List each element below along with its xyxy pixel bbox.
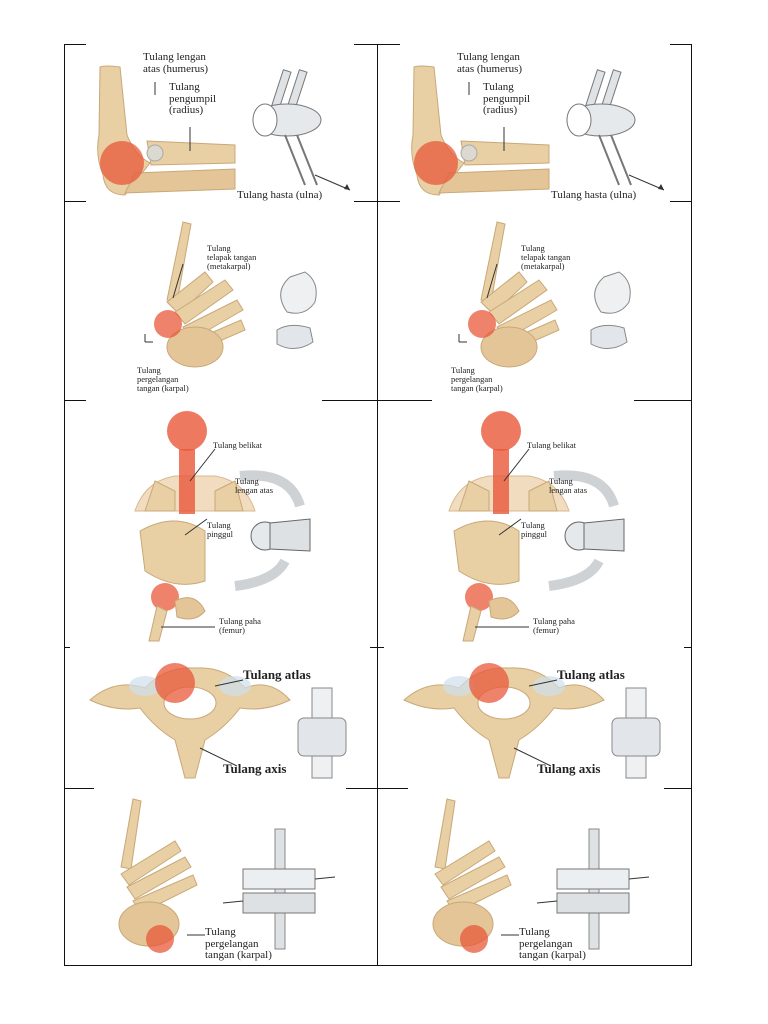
gliding-card: Tulang pergelangan tangan (karpal) — [379, 789, 691, 965]
thumb-saddle-illustration — [144, 221, 317, 368]
metacarpal-label: Tulang telapak tangan (metakarpal) — [521, 243, 571, 271]
thumb-saddle-illustration — [458, 221, 631, 368]
row-separator — [346, 788, 408, 789]
row-separator — [370, 647, 384, 648]
axis-label: Tulang axis — [537, 761, 601, 776]
humerus-label: Tulang lengan atas (humerus) — [457, 51, 523, 75]
row-separator — [64, 400, 86, 401]
elbow-hinge-card: Tulang lengan atas (humerus) Tulang peng… — [379, 45, 691, 201]
pivot-card: Tulang atlas Tulang axis — [379, 648, 691, 788]
card-sheet — [64, 44, 692, 966]
hip-label: Tulang pinggul — [521, 520, 547, 539]
joint-highlight — [151, 583, 179, 611]
hip-label: Tulang pinggul — [207, 520, 233, 539]
pivot-illustration — [403, 663, 661, 779]
joint-highlight — [146, 925, 174, 953]
sheet-border-left — [64, 44, 65, 966]
upper-arm-label: Tulang lengan atas — [549, 476, 587, 495]
joint-highlight — [460, 925, 488, 953]
pivot-card: Tulang atlas Tulang axis — [65, 648, 377, 788]
sheet-border-right — [691, 44, 692, 966]
row-separator — [354, 201, 400, 202]
thumb-saddle-card: Tulang telapak tangan (metakarpal) Tulan… — [379, 202, 691, 400]
elbow-hinge-illustration — [97, 65, 351, 196]
carpal-label: Tulang pergelangan tangan (karpal) — [205, 926, 272, 962]
pivot-illustration — [89, 663, 347, 779]
carpal-label: Tulang pergelangan tangan (karpal) — [451, 365, 503, 393]
row-separator — [64, 201, 86, 202]
row-separator — [664, 788, 692, 789]
scapula-label: Tulang belikat — [213, 440, 263, 450]
ball-socket-illustration — [134, 411, 311, 642]
gliding-illustration — [432, 798, 650, 953]
gliding-illustration — [118, 798, 336, 953]
upper-arm-label: Tulang lengan atas — [235, 476, 273, 495]
row-separator — [322, 400, 432, 401]
ulna-label: Tulang hasta (ulna) — [237, 189, 323, 201]
carpal-label: Tulang pergelangan tangan (karpal) — [137, 365, 189, 393]
joint-highlight — [100, 141, 144, 185]
cut-mark — [64, 44, 86, 45]
humerus-label: Tulang lengan atas (humerus) — [143, 51, 209, 75]
ball-socket-illustration — [448, 411, 625, 642]
joint-highlight — [468, 310, 496, 338]
joint-highlight — [414, 141, 458, 185]
ball-socket-card: Tulang belikat Tulang lengan atas Tulang… — [379, 401, 691, 647]
row-separator — [64, 788, 94, 789]
femur-label: Tulang paha (femur) — [219, 616, 261, 635]
scapula-label: Tulang belikat — [527, 440, 577, 450]
thumb-saddle-card: Tulang telapak tangan (metakarpal) Tulan… — [65, 202, 377, 400]
joint-highlight — [465, 583, 493, 611]
row-separator — [670, 201, 692, 202]
axis-label: Tulang axis — [223, 761, 287, 776]
ulna-label: Tulang hasta (ulna) — [551, 189, 637, 201]
row-separator — [64, 647, 70, 648]
sheet-border-bottom — [64, 965, 692, 966]
radius-label: Tulang pengumpil (radius) — [169, 81, 217, 117]
cut-mark — [670, 44, 692, 45]
cut-mark — [354, 44, 400, 45]
atlas-label: Tulang atlas — [557, 667, 625, 682]
femur-label: Tulang paha (femur) — [533, 616, 575, 635]
radius-label: Tulang pengumpil (radius) — [483, 81, 531, 117]
elbow-hinge-illustration — [411, 65, 665, 196]
row-separator — [684, 647, 692, 648]
carpal-label: Tulang pergelangan tangan (karpal) — [519, 926, 586, 962]
joint-highlight — [155, 663, 195, 703]
metacarpal-label: Tulang telapak tangan (metakarpal) — [207, 243, 257, 271]
ball-socket-card: Tulang belikat Tulang lengan atas Tulang… — [65, 401, 377, 647]
gliding-card: Tulang pergelangan tangan (karpal) — [65, 789, 377, 965]
joint-highlight — [469, 663, 509, 703]
elbow-hinge-card: Tulang lengan atas (humerus) Tulang peng… — [65, 45, 377, 201]
joint-highlight — [154, 310, 182, 338]
row-separator — [634, 400, 692, 401]
atlas-label: Tulang atlas — [243, 667, 311, 682]
column-divider — [377, 44, 378, 966]
